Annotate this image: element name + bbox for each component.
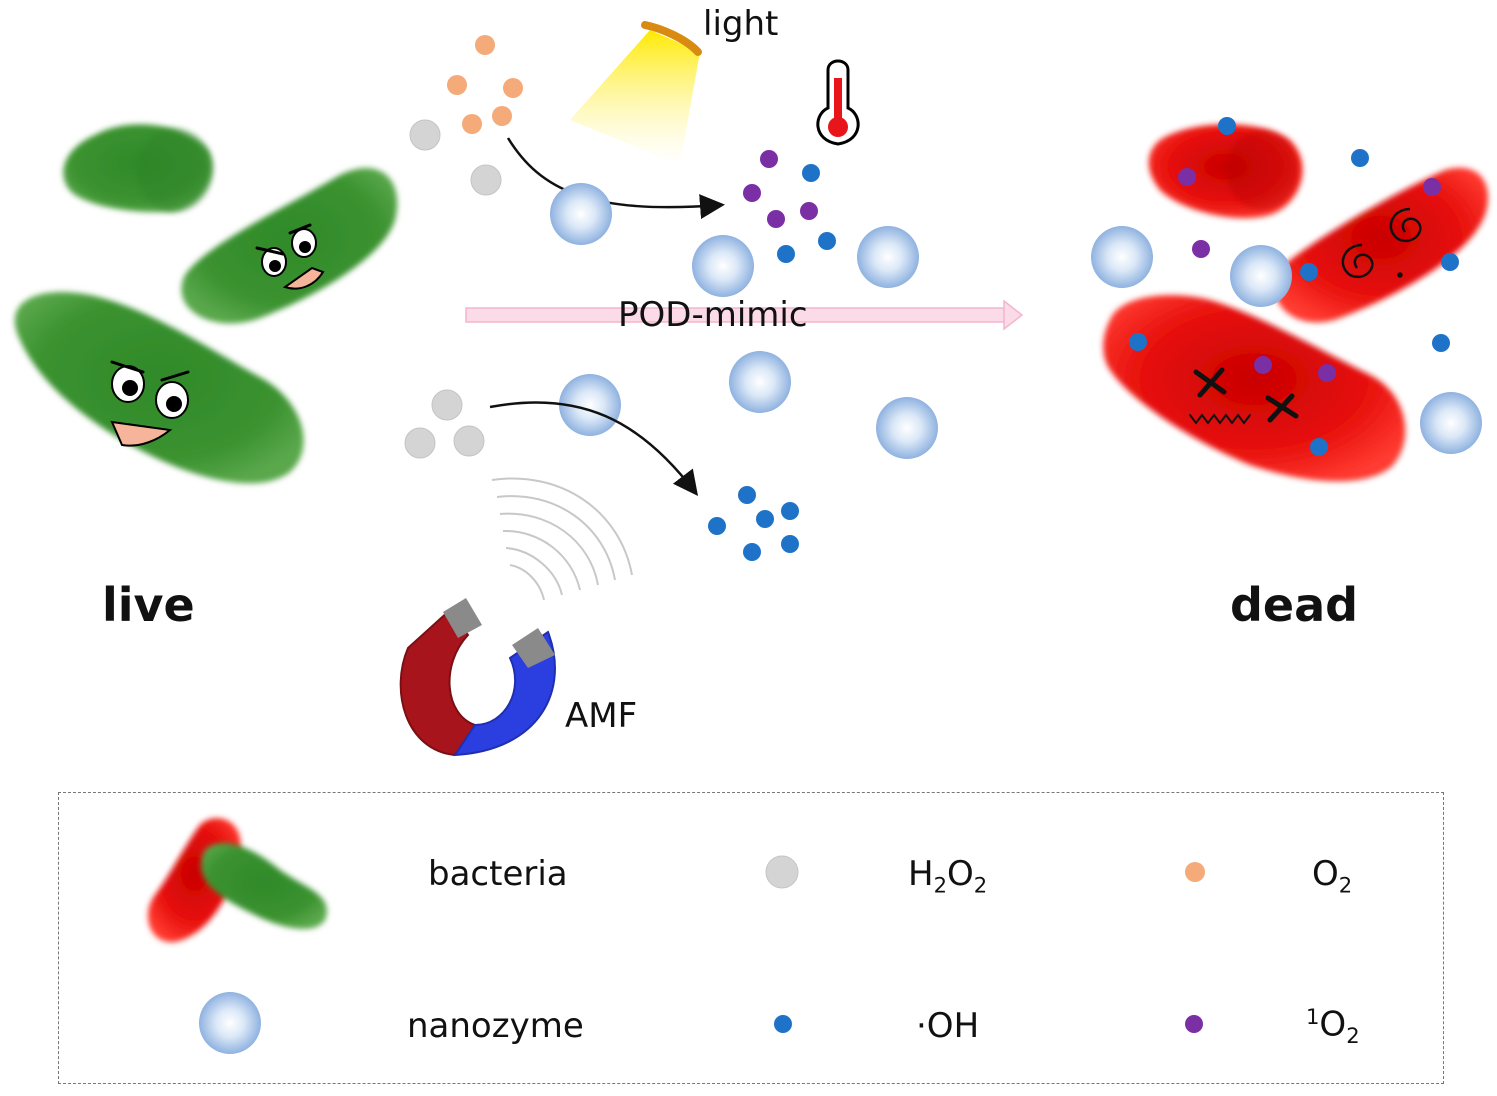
angry-face-large (110, 360, 190, 447)
h2o2-particles-bottom (404, 389, 485, 459)
oh-particles-top (777, 164, 836, 263)
nanozymes-middle (550, 183, 938, 459)
h2o2-particles-top (409, 119, 502, 196)
magnet-icon (399, 598, 556, 757)
dead-bacterium-medium (1274, 167, 1489, 323)
oh-particles-dead (1129, 117, 1459, 456)
dead-face-large (1189, 367, 1299, 425)
light-beam-icon (570, 21, 702, 165)
reaction-arrow-top (506, 137, 725, 219)
singlet-oxygen-particles (743, 150, 818, 228)
legend-h2o2-icon (765, 855, 799, 889)
dead-bacteria-group (1091, 117, 1489, 482)
oh-particles-bottom (708, 486, 799, 561)
reaction-arrow-bottom (489, 401, 699, 496)
singlet-oxygen-particles-dead (1178, 168, 1441, 382)
legend-bacteria-icon (147, 818, 327, 943)
legend-singlet-oxygen-icon (1185, 1015, 1203, 1033)
legend-o2-label: O2 (1312, 854, 1353, 898)
magnetic-wave-icon (491, 477, 633, 601)
live-label: live (102, 578, 195, 632)
legend-singlet-oxygen-label: 1O2 (1306, 1004, 1360, 1048)
legend-oh-label: ·OH (916, 1006, 980, 1046)
legend-h2o2-label: H2O2 (908, 854, 988, 898)
thermometer-icon (816, 59, 860, 146)
legend-box (58, 792, 1444, 1084)
o2-particles (447, 35, 523, 134)
legend-oh-icon (774, 1015, 792, 1033)
angry-face-medium (255, 223, 325, 290)
legend-nanozyme-label: nanozyme (407, 1006, 584, 1046)
pod-mimic-arrow (465, 299, 1024, 331)
dead-face-medium (1341, 207, 1422, 278)
live-bacterium-medium (181, 167, 398, 324)
legend-nanozyme-icon (199, 992, 261, 1054)
light-label: light (703, 4, 779, 44)
nanozymes-dead (1091, 226, 1482, 454)
legend-bacteria-label: bacteria (428, 854, 568, 894)
amf-label: AMF (565, 696, 638, 736)
pod-mimic-label: POD-mimic (618, 295, 808, 335)
live-bacteria-group (14, 124, 398, 484)
dead-bacterium-large (1103, 295, 1406, 482)
dead-label: dead (1230, 578, 1359, 632)
legend-o2-icon (1185, 862, 1205, 882)
